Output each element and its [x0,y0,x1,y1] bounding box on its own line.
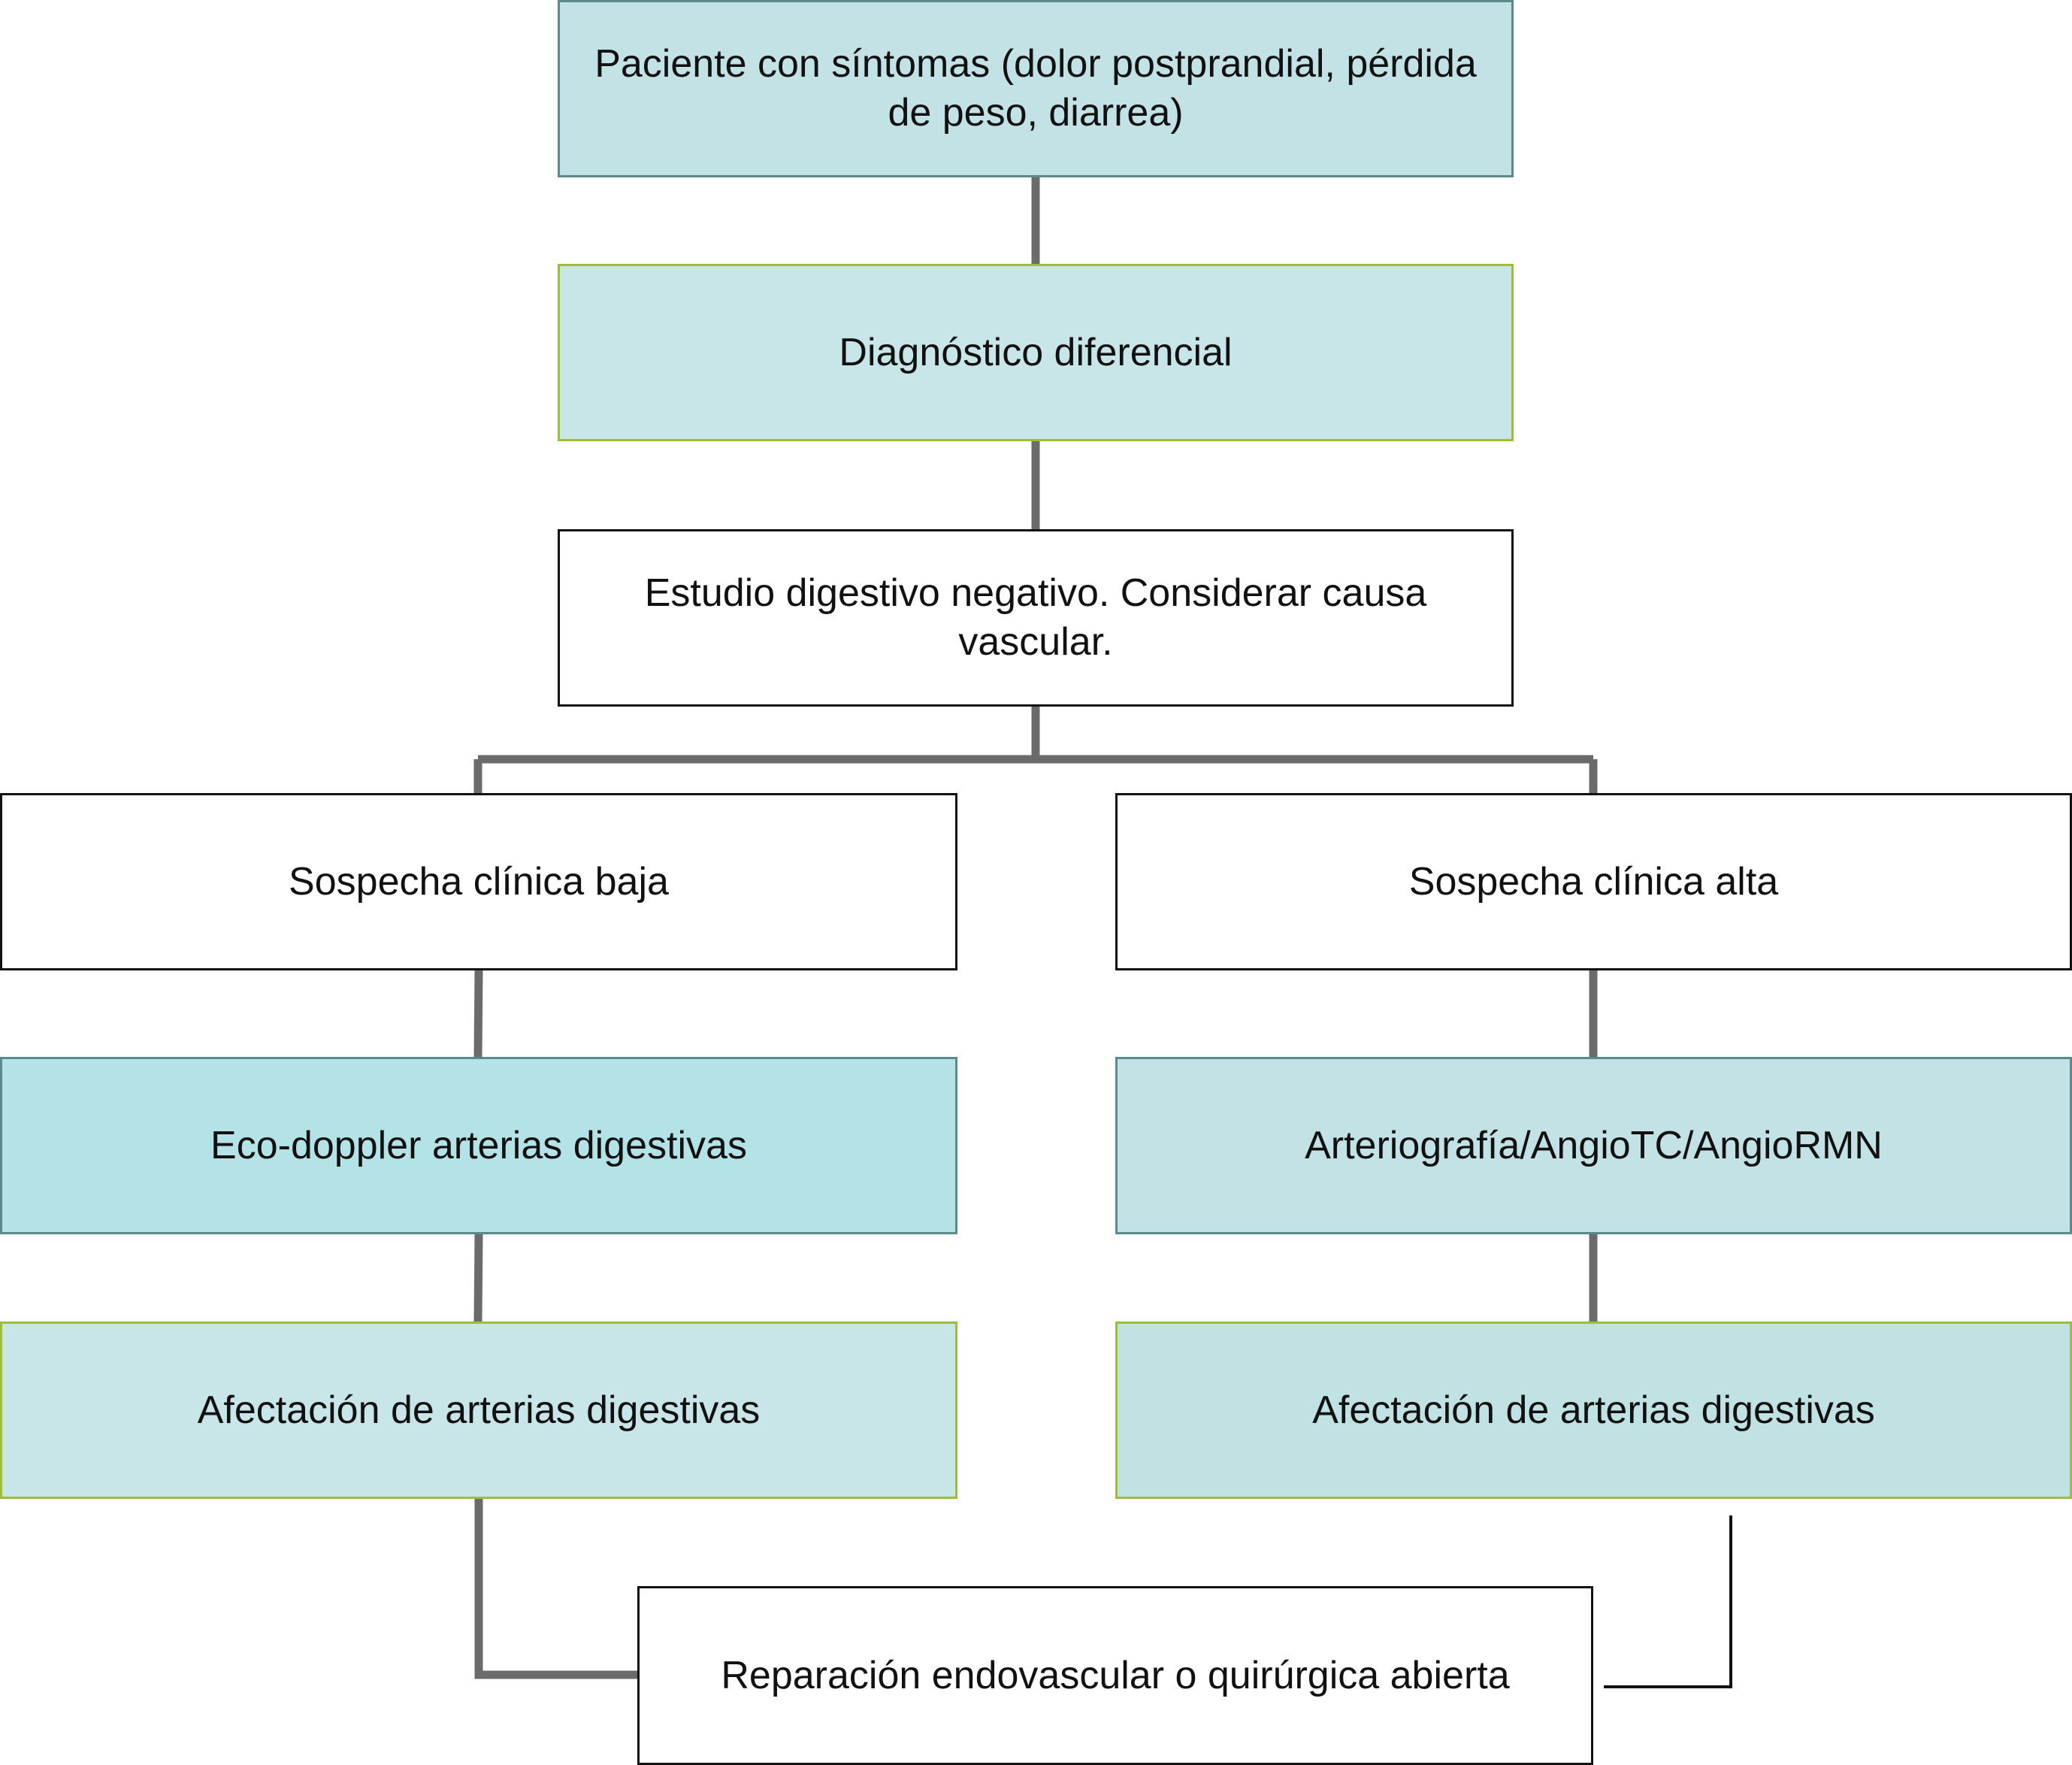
node-symptoms-label: Paciente con síntomas (dolor postprandia… [594,42,1477,135]
node-arteriography: Arteriografía/AngioTC/AngioRMN [1115,1057,2072,1234]
edge-n9-n10 [1604,1515,1732,1688]
node-low-suspicion-label: Sospecha clínica baja [289,859,669,904]
node-differential-diagnosis: Diagnóstico diferencial [558,264,1514,441]
node-high-suspicion-label: Sospecha clínica alta [1408,859,1779,904]
node-artery-involvement-right-label: Afectación de arterias digestivas [1312,1388,1875,1432]
node-arteriography-label: Arteriografía/AngioTC/AngioRMN [1305,1123,1883,1167]
node-symptoms: Paciente con síntomas (dolor postprandia… [558,0,1514,177]
node-repair-label: Reparación endovascular o quirúrgica abi… [721,1653,1510,1697]
node-eco-doppler: Eco-doppler arterias digestivas [0,1057,957,1234]
node-artery-involvement-right: Afectación de arterias digestivas [1115,1321,2072,1499]
node-artery-involvement-left: Afectación de arterias digestivas [0,1321,957,1499]
node-high-suspicion: Sospecha clínica alta [1115,793,2072,970]
node-negative-digestive-study-label: Estudio digestivo negativo. Considerar c… [644,571,1427,664]
node-repair: Reparación endovascular o quirúrgica abi… [637,1586,1593,1765]
edge-n4-n6 [473,970,483,1058]
node-eco-doppler-label: Eco-doppler arterias digestivas [210,1123,747,1167]
edge-n8-n10 [474,1499,637,1679]
edge-n6-n8 [473,1234,483,1322]
node-negative-digestive-study: Estudio digestivo negativo. Considerar c… [558,529,1514,707]
node-artery-involvement-left-label: Afectación de arterias digestivas [197,1388,761,1432]
node-differential-diagnosis-label: Diagnóstico diferencial [839,330,1233,374]
node-low-suspicion: Sospecha clínica baja [0,793,957,970]
